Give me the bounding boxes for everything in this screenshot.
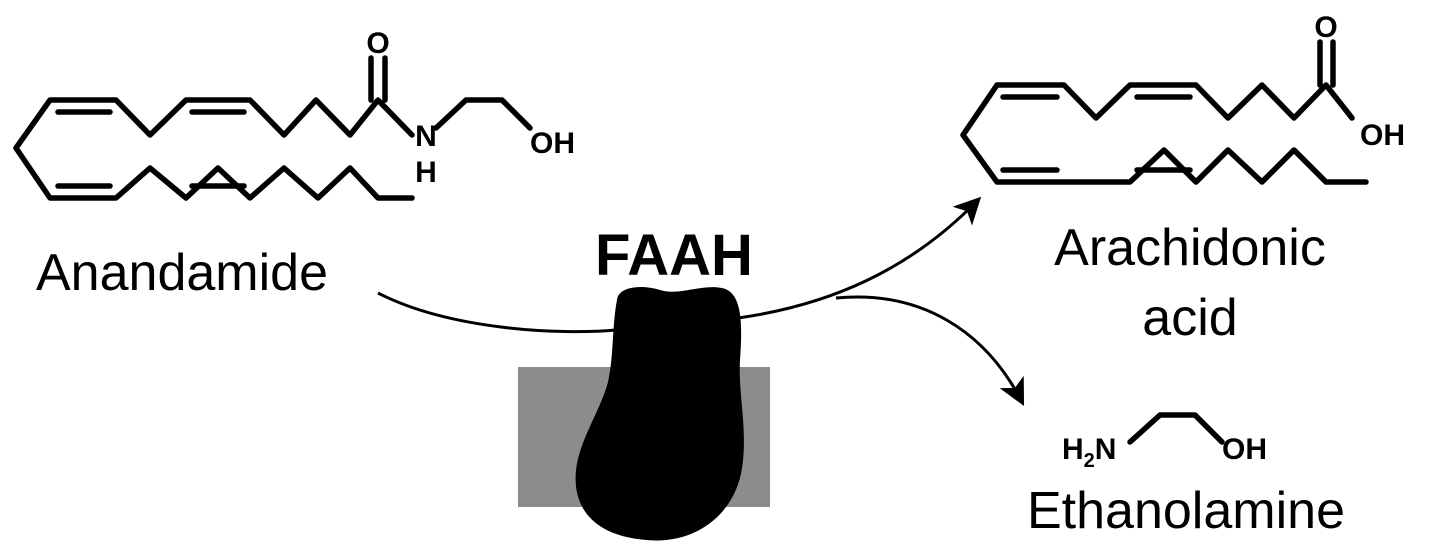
anandamide-chain <box>13 97 415 201</box>
ethanolamine-chain <box>1127 412 1225 445</box>
reaction-arrow-to-arachidonic-acid <box>737 196 982 320</box>
hydroxyl-group: OH <box>1360 119 1405 152</box>
hydroxyl-group: OH <box>530 127 575 160</box>
reaction-arrow-main <box>377 291 617 334</box>
anandamide-structure: O N H OH <box>13 27 575 201</box>
arachidonic-acid-label-line1: Arachidonic <box>1054 219 1326 277</box>
ethanolamine-label: Ethanolamine <box>1027 482 1345 540</box>
hydroxyl-group: OH <box>1222 433 1267 466</box>
faah-label: FAAH <box>595 223 753 288</box>
carbonyl-oxygen: O <box>1314 11 1337 44</box>
amine-group: H2N <box>1062 433 1116 472</box>
ethanol-chain <box>433 97 533 131</box>
reaction-arrow-to-ethanolamine <box>835 295 1025 407</box>
anandamide-label: Anandamide <box>36 244 328 302</box>
amide-hydrogen: H <box>415 156 437 189</box>
amine-hydrogen: H <box>1062 433 1084 466</box>
ethanolamine-structure: H2N OH <box>1062 412 1267 472</box>
faah-enzyme-blob <box>575 287 744 541</box>
amine-nitrogen: N <box>1095 433 1117 466</box>
arachidonic-chain <box>960 82 1369 185</box>
amine-subscript: 2 <box>1084 450 1095 472</box>
carbonyl-oxygen: O <box>366 27 389 60</box>
amide-nitrogen: N <box>415 120 437 153</box>
arachidonic-acid-label-line2: acid <box>1142 289 1237 347</box>
arachidonic-acid-structure: O OH <box>960 11 1405 185</box>
